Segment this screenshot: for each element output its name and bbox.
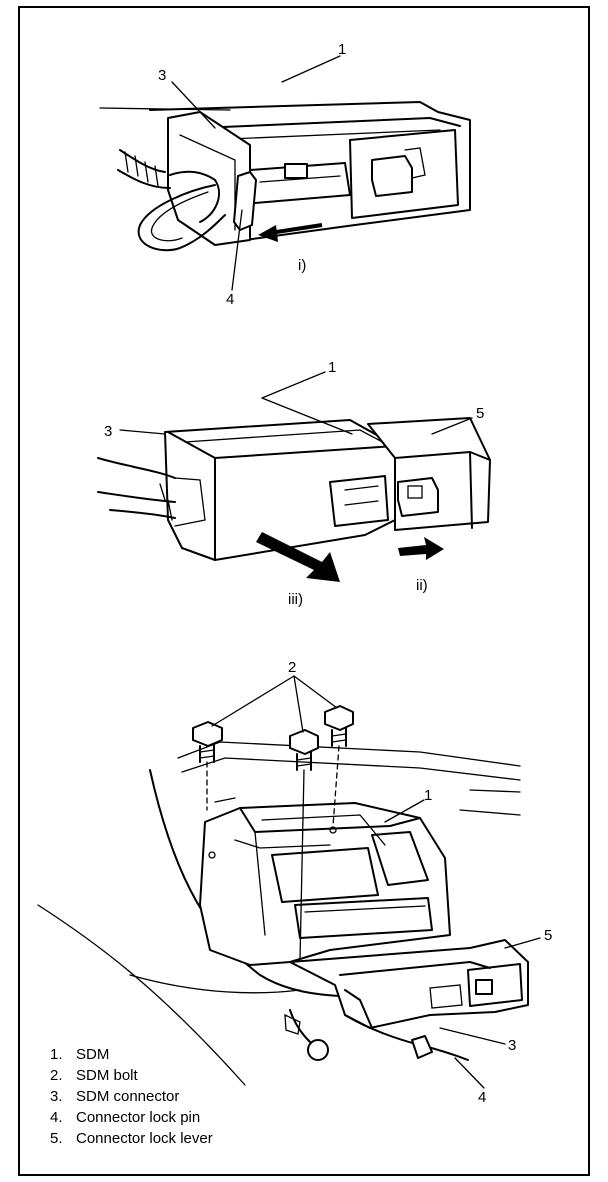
sdm-lock-lever-box <box>349 129 459 219</box>
sdm-bolt-right <box>324 705 354 827</box>
leader-top-3 <box>171 81 216 129</box>
lever-clip-mid <box>397 477 439 517</box>
label-top-1: 1 <box>338 41 346 58</box>
arrow-step-i <box>269 223 323 235</box>
label-bottom-5: 5 <box>544 927 552 944</box>
parts-legend: 1.SDM 2.SDM bolt 3.SDM connector 4.Conne… <box>50 1044 213 1149</box>
label-mid-1: 1 <box>328 359 336 376</box>
sdm-body-top <box>149 101 471 241</box>
label-bottom-4: 4 <box>478 1089 486 1106</box>
figure-middle: 1 3 5 iii) ii) <box>97 359 491 608</box>
lock-lever-installed <box>467 963 523 1007</box>
label-bottom-2: 2 <box>288 659 296 676</box>
label-top-3: 3 <box>158 67 166 84</box>
wire-loop <box>137 184 226 252</box>
lock-pin-installed <box>411 1035 433 1059</box>
label-bottom-1: 1 <box>424 787 432 804</box>
legend-item-lock-lever: 5.Connector lock lever <box>50 1130 213 1147</box>
label-step-i: i) <box>298 257 306 274</box>
wire-harness-mid <box>97 457 176 519</box>
arrow-step-iii <box>256 532 340 582</box>
figure-top: 1 3 4 i) <box>99 41 471 308</box>
label-top-4: 4 <box>226 291 234 308</box>
leader-top-4 <box>231 209 243 291</box>
sdm-bolt-center <box>289 729 319 961</box>
figure-bottom: 2 1 5 3 4 <box>37 659 552 1106</box>
figure-frame <box>18 6 590 1176</box>
legend-item-sdm-bolt: 2.SDM bolt <box>50 1067 138 1084</box>
sdm-top-inner <box>199 117 461 129</box>
legend-item-sdm: 1.SDM <box>50 1046 110 1063</box>
sdm-module <box>199 802 451 966</box>
label-mid-3: 3 <box>104 423 112 440</box>
label-step-ii: ii) <box>416 577 428 594</box>
arrow-step-ii <box>398 537 444 560</box>
lock-pin-tab <box>284 163 308 179</box>
sdm-connector <box>167 111 251 246</box>
label-mid-5: 5 <box>476 405 484 422</box>
legend-item-lock-pin: 4.Connector lock pin <box>50 1109 201 1126</box>
lever-clip <box>371 155 413 197</box>
leader-top-1 <box>281 55 341 83</box>
sdm-bolt-left <box>192 721 223 811</box>
grommet <box>307 1039 329 1061</box>
label-bottom-3: 3 <box>508 1037 516 1054</box>
legend-item-sdm-connector: 3.SDM connector <box>50 1088 180 1105</box>
wire-harness <box>117 149 171 189</box>
connector-lock-pin <box>233 171 257 231</box>
label-step-iii: iii) <box>288 591 303 608</box>
